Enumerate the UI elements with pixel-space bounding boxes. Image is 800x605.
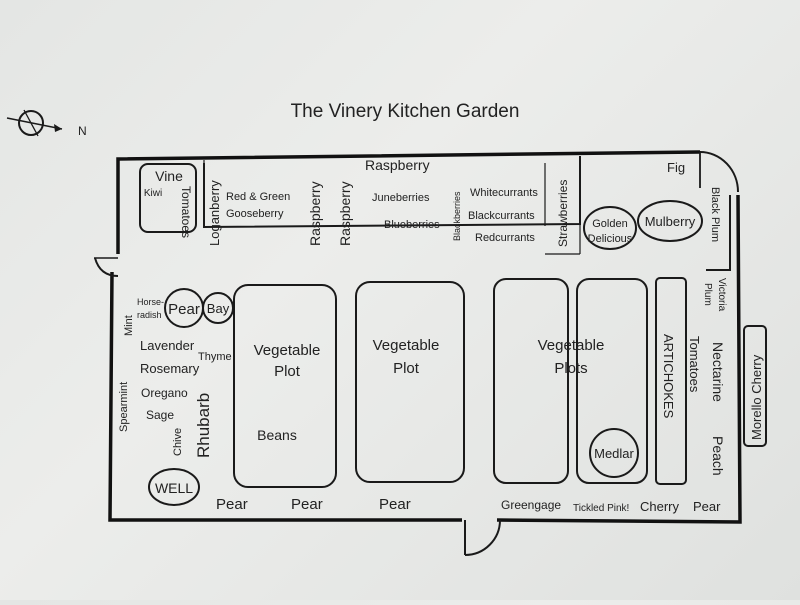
label-tomatoes-vine: Tomatoes: [179, 186, 193, 238]
label-veg-plot-1b: Plot: [274, 363, 301, 380]
label-raspberry-1: Raspberry: [307, 181, 323, 246]
label-raspberry-2: Raspberry: [337, 181, 353, 246]
label-strawberries: Strawberries: [556, 180, 570, 247]
label-kiwi: Kiwi: [144, 188, 162, 199]
label-blackberries: Blackberries: [452, 191, 462, 241]
label-juneberries: Juneberries: [372, 192, 430, 204]
morello-cherry-bed: [743, 325, 767, 447]
label-plum: Plum: [702, 283, 713, 306]
garden-wall: [94, 150, 742, 556]
label-greengage: Greengage: [501, 498, 561, 512]
label-black-plum: Black Plum: [709, 187, 721, 242]
label-oregano: Oregano: [141, 386, 188, 400]
label-lavender: Lavender: [140, 338, 195, 353]
label-radish: radish: [137, 310, 162, 320]
label-spearmint: Spearmint: [118, 382, 130, 432]
label-tomatoes-right: Tomatoes: [687, 336, 702, 393]
label-beans: Beans: [257, 427, 297, 443]
vegetable-plot-2: [355, 281, 465, 483]
vine-bed: [139, 163, 197, 233]
label-blackcurrants: Blackcurrants: [468, 210, 535, 222]
label-whitecurrants: Whitecurrants: [470, 187, 538, 199]
label-tickled-pink: Tickled Pink!: [573, 503, 629, 514]
label-delicious: Delicious: [588, 233, 633, 245]
label-blueberries: Blueberries: [384, 219, 440, 231]
compass-north-label: N: [78, 124, 87, 138]
well: [148, 468, 200, 506]
label-bay: Bay: [207, 301, 230, 316]
label-nectarine: Nectarine: [710, 342, 726, 402]
artichokes-bed: [655, 277, 687, 485]
mulberry-tree: [637, 200, 703, 242]
label-pear-bottom-2: Pear: [291, 496, 323, 513]
label-mint: Mint: [123, 315, 135, 336]
label-red-green: Red & Green: [226, 191, 290, 203]
label-gooseberry: Gooseberry: [226, 208, 284, 220]
label-redcurrants: Redcurrants: [475, 232, 535, 244]
label-golden: Golden: [592, 218, 627, 230]
north-beds-border: [203, 156, 581, 255]
label-vine: Vine: [155, 168, 183, 184]
compass-icon: [6, 109, 63, 137]
label-pear-circle: Pear: [168, 301, 200, 318]
label-mulberry: Mulberry: [645, 214, 696, 229]
label-pear-bottom-3: Pear: [379, 496, 411, 513]
label-thyme: Thyme: [198, 351, 232, 363]
vegetable-plot-3: [493, 278, 569, 484]
label-peach: Peach: [710, 436, 726, 476]
label-fig: Fig: [667, 160, 685, 175]
medlar-tree: [589, 428, 639, 478]
label-veg-plots-a: Vegetable: [538, 337, 605, 354]
label-artichokes: ARTICHOKES: [661, 334, 676, 419]
vegetable-plot-1: [233, 284, 337, 488]
label-medlar: Medlar: [594, 446, 634, 461]
golden-delicious-tree: [583, 206, 637, 250]
label-pear-bottom-1: Pear: [216, 496, 248, 513]
label-veg-plot-2a: Vegetable: [373, 337, 440, 354]
label-raspberry-top: Raspberry: [365, 157, 430, 173]
label-pear-bottom-4: Pear: [693, 499, 721, 514]
label-cherry: Cherry: [640, 499, 680, 514]
page-title: The Vinery Kitchen Garden: [291, 101, 520, 122]
label-sage: Sage: [146, 408, 174, 422]
label-horse: Horse-: [137, 297, 164, 307]
label-rosemary: Rosemary: [140, 361, 200, 376]
label-rhubarb: Rhubarb: [194, 393, 213, 458]
label-veg-plots-b: Plots: [554, 360, 587, 377]
vegetable-plot-4: [576, 278, 648, 484]
label-well: WELL: [155, 480, 193, 496]
east-bed-border: [706, 195, 731, 271]
label-morello-cherry: Morello Cherry: [749, 354, 764, 440]
label-chive: Chive: [172, 428, 184, 456]
label-loganberry: Loganberry: [207, 180, 222, 246]
label-veg-plot-1a: Vegetable: [254, 342, 321, 359]
label-victoria: Victoria: [716, 278, 727, 312]
label-veg-plot-2b: Plot: [393, 360, 420, 377]
